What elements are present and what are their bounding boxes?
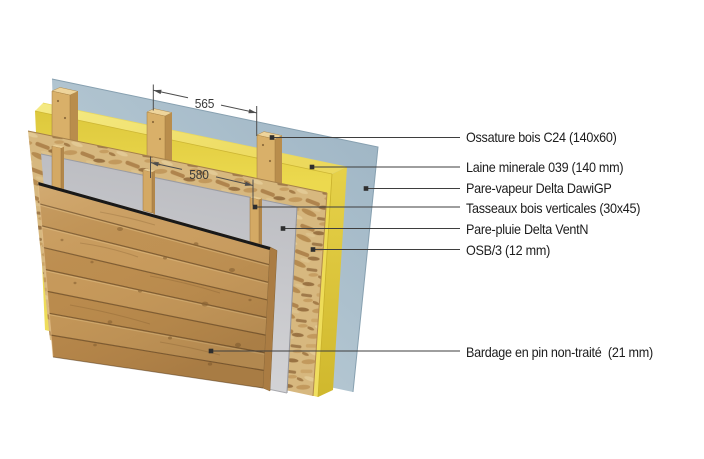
dimension-580-value: 580	[189, 167, 209, 182]
dimension-580	[150, 156, 254, 206]
batten-2	[142, 168, 155, 215]
batten-1	[51, 144, 64, 189]
stud-3	[256, 131, 283, 185]
leader-lines	[211, 136, 460, 352]
stud-1	[51, 87, 79, 142]
label-pare-pluie: Pare-pluie Delta VentN	[466, 221, 589, 237]
label-laine-minerale: Laine minerale 039 (140 mm)	[466, 159, 624, 175]
cladding-top-shadow	[37, 182, 271, 250]
dimension-565-value: 565	[194, 96, 215, 111]
label-tasseaux: Tasseaux bois verticales (30x45)	[466, 200, 641, 216]
label-pare-vapeur: Pare-vapeur Delta DawiGP	[466, 180, 612, 196]
stud-2	[146, 108, 173, 162]
label-bardage: Bardage en pin non-traité (21 mm)	[466, 344, 653, 360]
dimension-565	[152, 84, 258, 136]
insulation-side-face	[318, 167, 347, 397]
cladding-panel	[37, 181, 278, 392]
cladding-side-face	[262, 246, 278, 392]
label-ossature-bois: Ossature bois C24 (140x60)	[466, 129, 617, 145]
leader-dots	[208, 135, 369, 354]
label-osb: OSB/3 (12 mm)	[466, 242, 551, 258]
batten-3	[249, 196, 262, 245]
